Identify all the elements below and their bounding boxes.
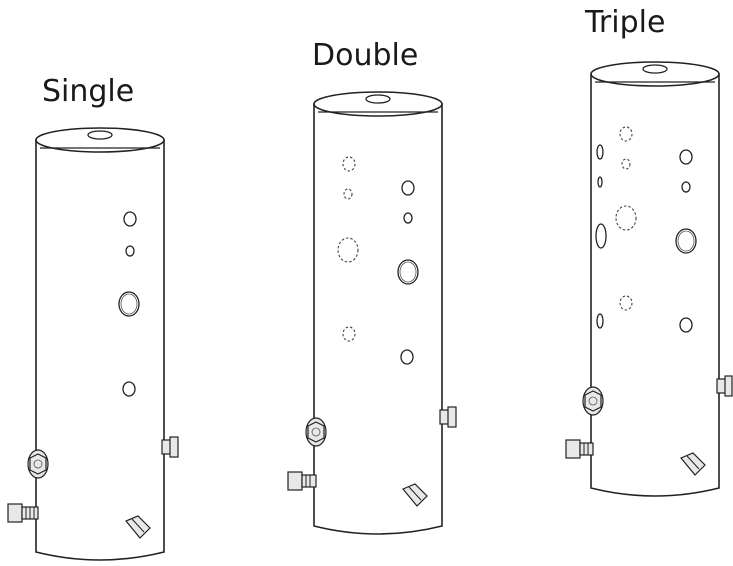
side-fitting-right bbox=[439, 406, 457, 428]
elbow-fitting bbox=[402, 483, 428, 507]
side-nipple-left bbox=[7, 503, 39, 523]
drain-fitting-left bbox=[305, 417, 327, 447]
triple-cylinder bbox=[565, 61, 733, 497]
label-single: Single bbox=[42, 74, 135, 109]
label-double: Double bbox=[312, 38, 419, 73]
drain-fitting-left bbox=[582, 386, 604, 416]
single-cylinder bbox=[7, 127, 179, 561]
drain-fitting-left bbox=[27, 449, 49, 479]
side-nipple-left bbox=[565, 439, 594, 459]
elbow-fitting bbox=[125, 515, 151, 539]
side-nipple-left bbox=[287, 471, 317, 491]
label-triple: Triple bbox=[585, 5, 666, 40]
side-fitting-right bbox=[161, 436, 179, 458]
elbow-fitting bbox=[680, 452, 706, 476]
double-cylinder bbox=[287, 91, 457, 535]
side-fitting-right bbox=[716, 375, 733, 397]
